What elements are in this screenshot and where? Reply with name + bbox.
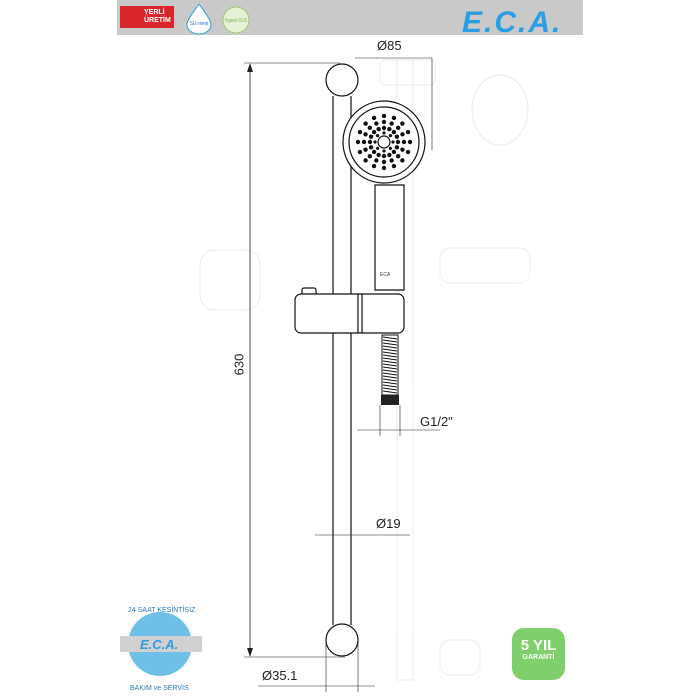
hygienic-plus-badge: Hygienic PLUS bbox=[222, 6, 250, 34]
thread-label: G1/2" bbox=[420, 414, 453, 429]
nozzle bbox=[405, 129, 411, 135]
nozzle bbox=[374, 158, 379, 163]
eca-logo: E.C.A. bbox=[462, 6, 563, 39]
svg-text:BAKIM ve SERVİS: BAKIM ve SERVİS bbox=[130, 683, 189, 692]
height-label: 630 bbox=[231, 353, 247, 376]
nozzle bbox=[371, 163, 377, 169]
nozzle bbox=[381, 119, 387, 125]
nozzle bbox=[400, 147, 405, 152]
handle-logo: ECA bbox=[380, 272, 391, 278]
nozzle bbox=[394, 134, 400, 139]
nozzle bbox=[389, 121, 394, 126]
nozzle bbox=[400, 121, 405, 126]
nozzle bbox=[395, 125, 401, 131]
service-logo: E.C.A. 24 SAAT KESİNTİSİZ BAKIM ve SERVİ… bbox=[120, 605, 202, 692]
nozzle bbox=[405, 149, 411, 155]
nozzle bbox=[371, 129, 377, 135]
nozzle bbox=[367, 139, 373, 145]
hose bbox=[381, 334, 399, 405]
nozzle bbox=[363, 158, 368, 163]
nozzle bbox=[391, 129, 397, 135]
nozzle bbox=[376, 146, 380, 150]
nozzle bbox=[363, 147, 368, 152]
nozzle bbox=[381, 165, 387, 171]
nozzle bbox=[395, 139, 401, 145]
nozzle bbox=[387, 152, 392, 158]
nozzle bbox=[367, 153, 373, 159]
rail-diameter-label: Ø19 bbox=[376, 516, 401, 531]
warranty-years: 5 YIL bbox=[520, 637, 557, 654]
nozzle bbox=[368, 145, 374, 150]
nozzle bbox=[400, 158, 405, 163]
nozzle bbox=[371, 115, 377, 121]
head-diameter-label: Ø85 bbox=[377, 38, 402, 53]
nozzle bbox=[381, 153, 387, 159]
nozzle bbox=[401, 139, 407, 145]
su-enerji-badge: SU enerji bbox=[186, 3, 212, 35]
nozzle bbox=[407, 139, 413, 145]
nozzle bbox=[400, 132, 405, 137]
nozzle bbox=[391, 149, 397, 155]
shower-nozzles bbox=[355, 113, 413, 171]
nozzle bbox=[376, 126, 381, 132]
hygienic-plus-text: Hygienic PLUS bbox=[225, 18, 247, 24]
nozzle bbox=[376, 152, 381, 158]
nozzle bbox=[357, 129, 363, 135]
nozzle bbox=[363, 121, 368, 126]
nozzle bbox=[368, 134, 374, 139]
svg-text:24 SAAT KESİNTİSİZ: 24 SAAT KESİNTİSİZ bbox=[128, 605, 196, 614]
warranty-badge: 5 YIL GARANTİ bbox=[512, 628, 565, 680]
nozzle bbox=[357, 149, 363, 155]
nozzle bbox=[381, 113, 387, 119]
nozzle bbox=[389, 158, 394, 163]
nozzle bbox=[361, 139, 367, 145]
nozzle bbox=[391, 163, 397, 169]
nozzle bbox=[374, 121, 379, 126]
nozzle bbox=[367, 125, 373, 131]
nozzle bbox=[355, 139, 361, 145]
nozzle bbox=[388, 146, 392, 150]
nozzle bbox=[363, 132, 368, 137]
nozzle bbox=[391, 140, 395, 144]
nozzle bbox=[394, 145, 400, 150]
nozzle bbox=[371, 149, 377, 155]
nozzle bbox=[387, 126, 392, 132]
bracket-diameter-label: Ø35.1 bbox=[262, 668, 298, 683]
slider-bracket bbox=[294, 287, 405, 334]
nozzle bbox=[382, 131, 386, 135]
nozzle bbox=[382, 149, 386, 153]
nozzle bbox=[376, 134, 380, 138]
nozzle bbox=[395, 153, 401, 159]
warranty-label: GARANTİ bbox=[522, 654, 555, 661]
nozzle bbox=[388, 134, 392, 138]
nozzle bbox=[381, 159, 387, 165]
nozzle bbox=[391, 115, 397, 121]
su-enerji-text: SU enerji bbox=[190, 21, 208, 27]
nozzle bbox=[373, 140, 377, 144]
rail bbox=[325, 63, 359, 657]
yerli-uretim-badge: YERLİ ÜRETİM bbox=[120, 6, 174, 28]
svg-text:E.C.A.: E.C.A. bbox=[140, 637, 178, 652]
nozzle bbox=[381, 125, 387, 131]
